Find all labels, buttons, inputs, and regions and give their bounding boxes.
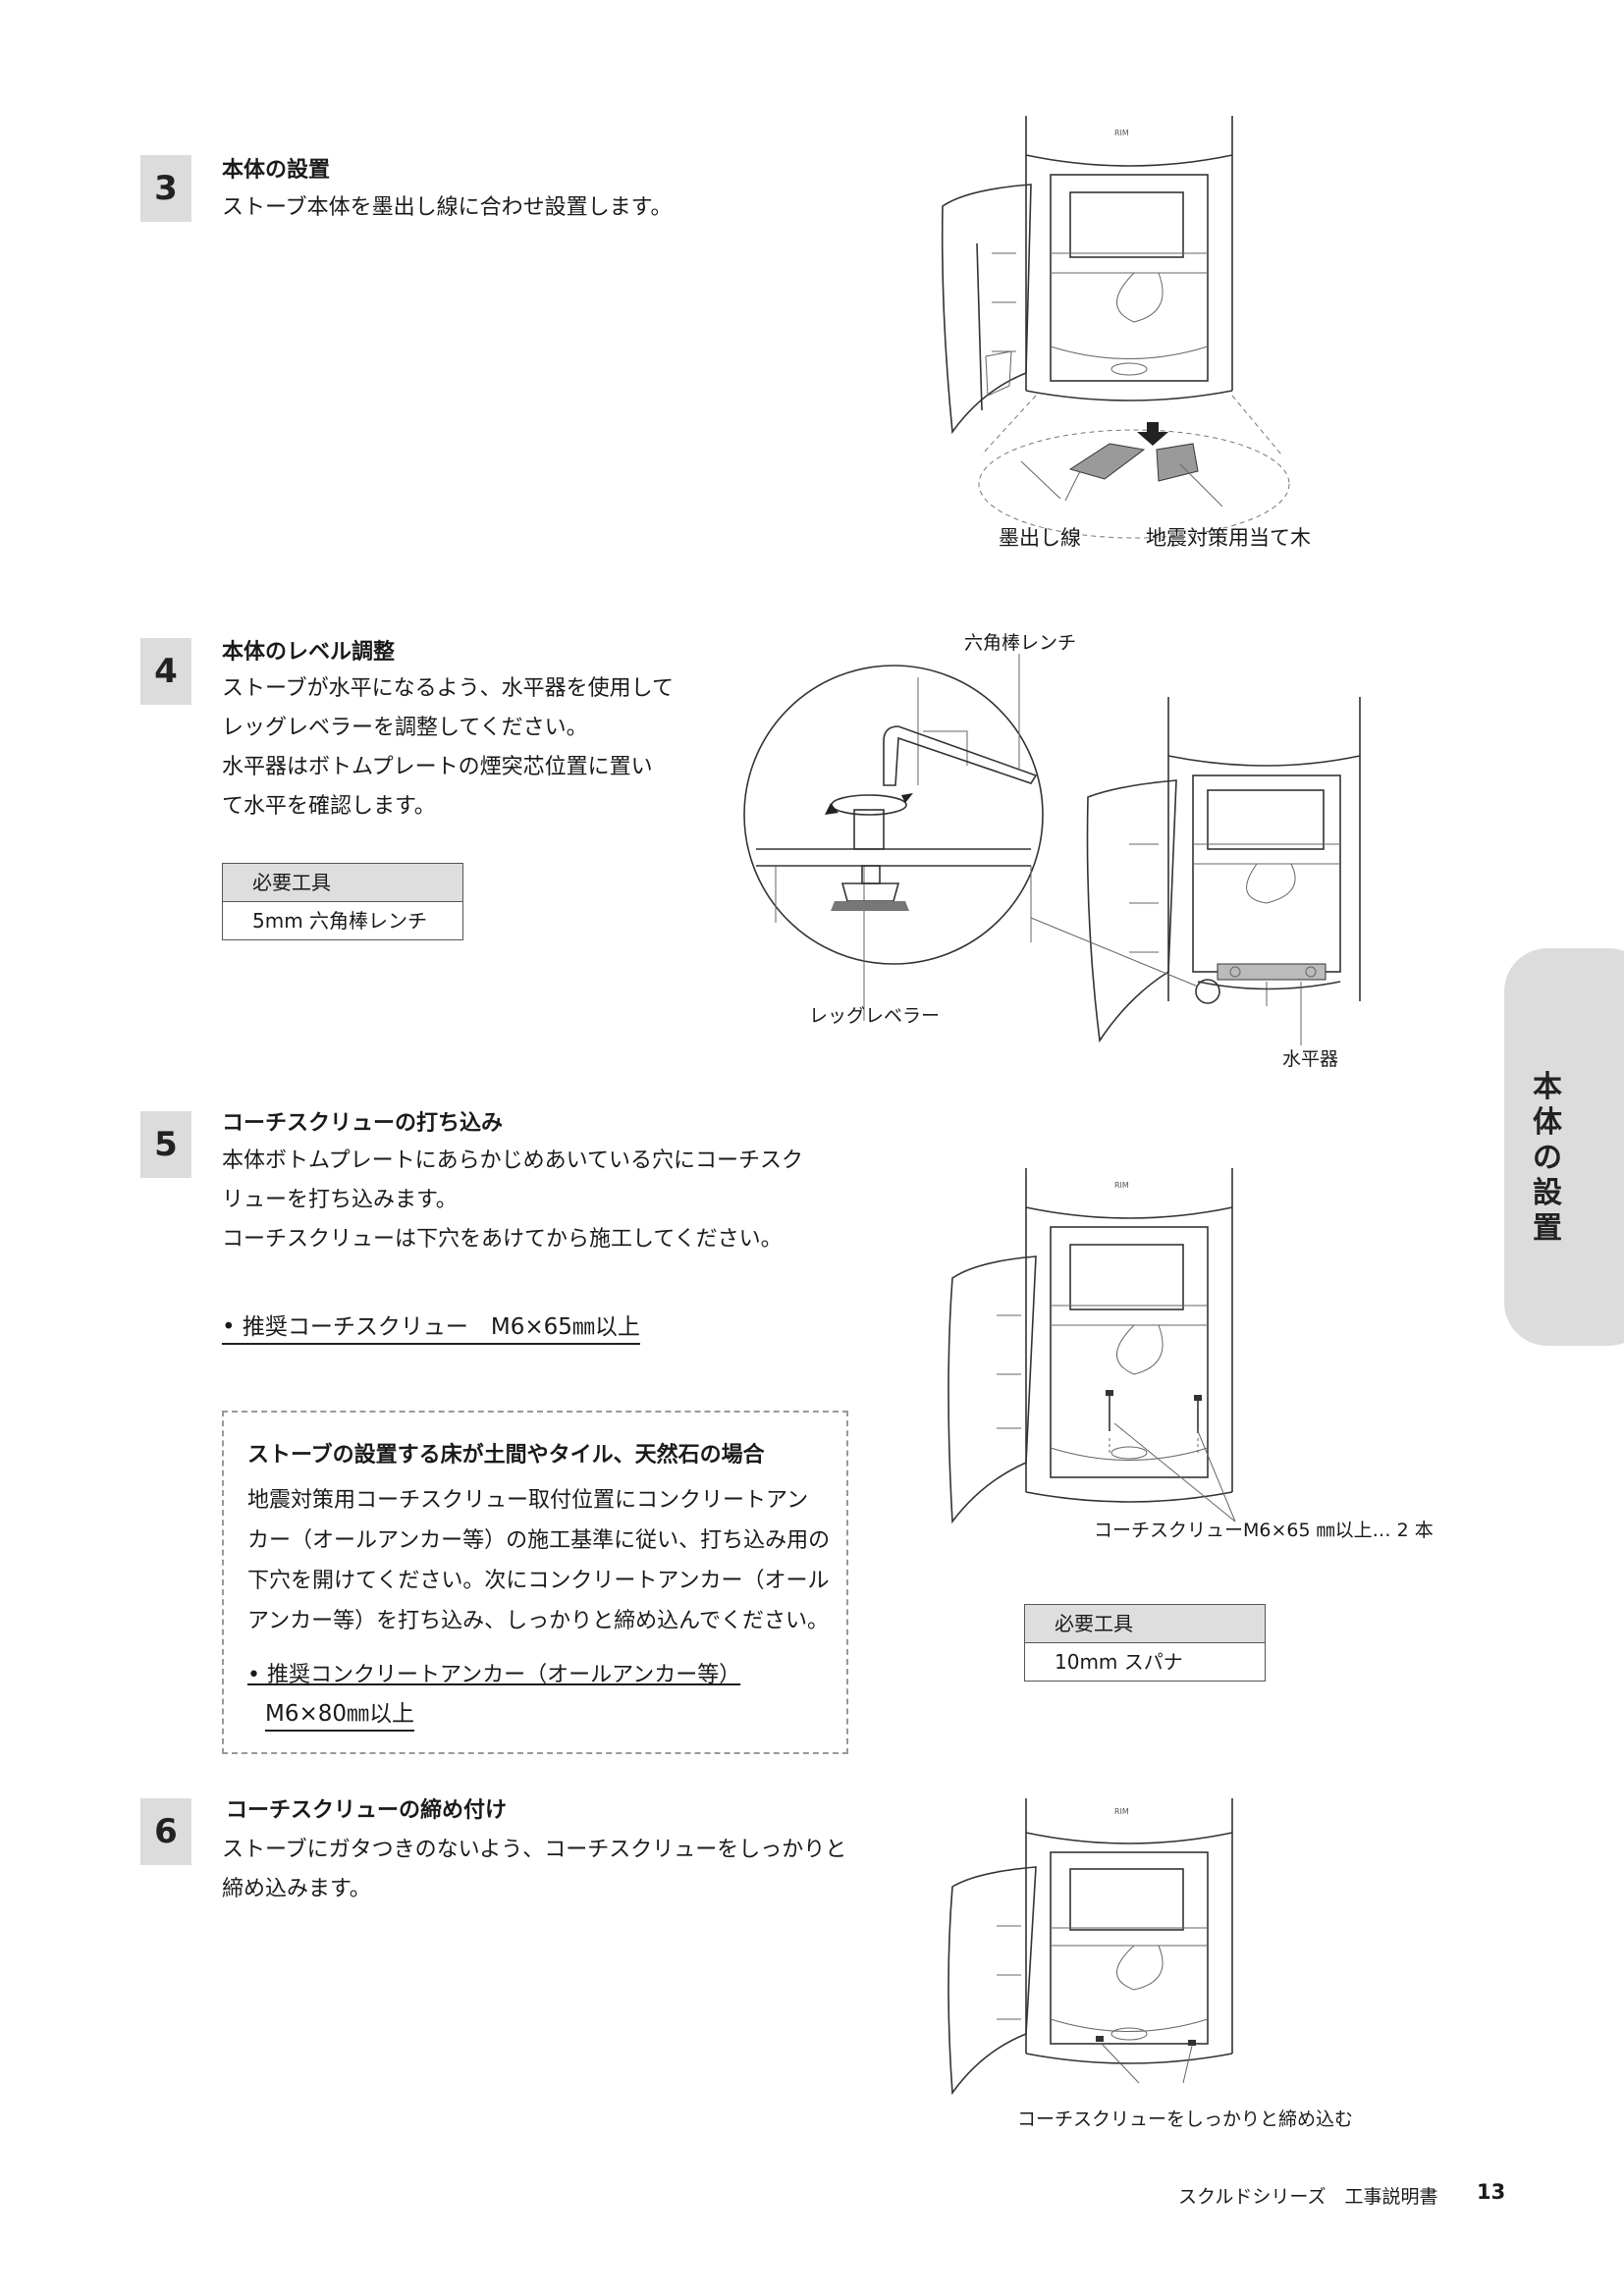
body-line: レッグレベラーを調整してください。 — [222, 716, 588, 740]
floor-note-box — [222, 1411, 848, 1754]
body-line: ストーブが水平になるよう、水平器を使用して — [222, 676, 675, 701]
step-body: 本体ボトムプレートにあらかじめあいている穴にコーチスク リューを打ち込みます。 … — [222, 1142, 803, 1259]
body-line: コーチスクリューは下穴をあけてから施工してください。 — [222, 1227, 783, 1252]
step-title: コーチスクリューの打ち込み — [222, 1111, 504, 1136]
body-line: 水平器はボトムプレートの煙突芯位置に置い — [222, 755, 653, 779]
tools-header: 必要工具 — [1025, 1605, 1265, 1643]
step-body: ストーブが水平になるよう、水平器を使用して レッグレベラーを調整してください。 … — [222, 669, 674, 827]
body-line: 締め込みます。 — [222, 1877, 371, 1901]
caption-screw6: コーチスクリューをしっかりと締め込む — [1017, 2109, 1354, 2130]
note-body: 地震対策用コーチスクリュー取付位置にコンクリートアン カー（オールアンカー等）の… — [247, 1480, 830, 1641]
note-line: カー（オールアンカー等）の施工基準に従い、打ち込み用の — [247, 1528, 831, 1553]
tools-value: 10mm スパナ — [1055, 1650, 1183, 1674]
body-line: 本体ボトムプレートにあらかじめあいている穴にコーチスク — [222, 1148, 804, 1173]
note-title: ストーブの設置する床が土間やタイル、天然石の場合 — [247, 1443, 765, 1468]
tools-header: 必要工具 — [223, 864, 462, 902]
note-line: アンカー等）を打ち込み、しっかりと締め込んでください。 — [247, 1609, 830, 1633]
note-line: 下穴を開けてください。次にコンクリートアンカー（オール — [247, 1569, 830, 1593]
note-line: 地震対策用コーチスクリュー取付位置にコンクリートアン — [247, 1488, 809, 1513]
stove-illustration-step5: RIM — [947, 1168, 1236, 1524]
caption-sumidashi: 墨出し線 — [999, 526, 1081, 550]
recommended-screw: • 推奨コーチスクリュー M6×65㎜以上 — [222, 1308, 640, 1345]
step-number: 6 — [140, 1798, 191, 1865]
required-tools-table: 必要工具 10mm スパナ — [1024, 1604, 1266, 1682]
side-tab-label: 本体の設置 — [1533, 1070, 1562, 1246]
caption-suiheiki: 水平器 — [1282, 1048, 1339, 1070]
caption-jishin: 地震対策用当て木 — [1146, 526, 1311, 550]
step-title: 本体の設置 — [222, 158, 331, 183]
brand-mark-icon: RIM — [1114, 1807, 1129, 1816]
step-number: 5 — [140, 1111, 191, 1178]
section-side-tab — [1504, 948, 1624, 1346]
recommended-anchor-size: M6×80㎜以上 — [265, 1694, 415, 1732]
caption-leveler: レッグレベラー — [809, 1005, 941, 1027]
body-line: ストーブにガタつきのないよう、コーチスクリューをしっかりと — [222, 1838, 847, 1862]
tools-value: 5mm 六角棒レンチ — [252, 909, 428, 933]
stove-illustration-step6: RIM — [947, 1798, 1233, 2096]
caption-screw5: コーチスクリューM6×65 ㎜以上… 2 本 — [1094, 1520, 1434, 1541]
brand-mark-icon: RIM — [1114, 1181, 1129, 1190]
page-number: 13 — [1477, 2180, 1506, 2204]
brand-mark-icon: RIM — [1114, 129, 1129, 137]
recommended-anchor: • 推奨コンクリートアンカー（オールアンカー等） — [247, 1663, 741, 1687]
step-title: コーチスクリューの締め付け — [226, 1798, 508, 1823]
body-line: リューを打ち込みます。 — [222, 1188, 458, 1212]
step-number: 4 — [140, 638, 191, 705]
caption-wrench: 六角棒レンチ — [964, 632, 1077, 654]
stove-illustration-step3: RIM — [941, 116, 1290, 539]
step-title: 本体のレベル調整 — [222, 640, 396, 665]
step-body: ストーブにガタつきのないよう、コーチスクリューをしっかりと 締め込みます。 — [222, 1831, 846, 1909]
required-tools-table: 必要工具 5mm 六角棒レンチ — [222, 863, 463, 940]
step-body: ストーブ本体を墨出し線に合わせ設置します。 — [222, 188, 672, 228]
body-line: ストーブ本体を墨出し線に合わせ設置します。 — [222, 195, 673, 220]
footer-doc-title: スクルドシリーズ 工事説明書 — [1178, 2186, 1438, 2208]
body-line: て水平を確認します。 — [222, 794, 436, 819]
step-number: 3 — [140, 155, 191, 222]
level-adjust-illustration — [743, 654, 1361, 1045]
